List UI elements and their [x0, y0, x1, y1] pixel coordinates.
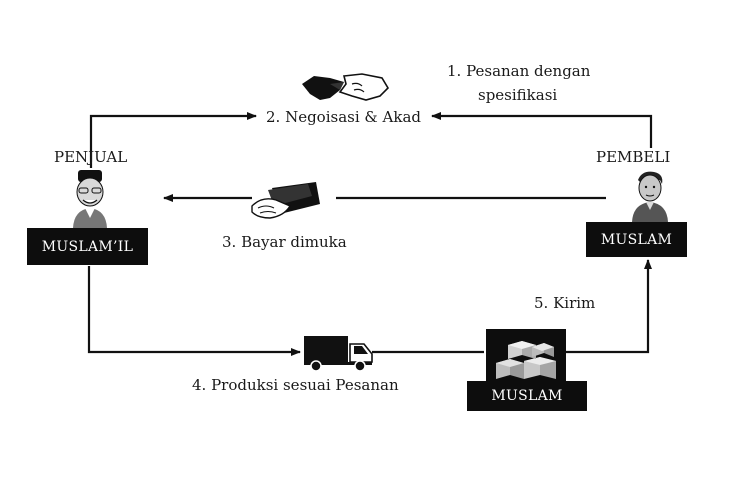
young-man-avatar-icon — [630, 170, 670, 222]
buyer-role-label: PEMBELI — [596, 148, 671, 166]
step5-label: 5. Kirim — [534, 294, 596, 312]
step2-label: 2. Negoisasi & Akad — [266, 108, 422, 126]
step1-label-line2: spesifikasi — [478, 86, 558, 104]
arrow-seller-to-negotiation — [89, 112, 257, 168]
seller-box: MUSLAM’IL — [27, 228, 148, 265]
delivery-truck-icon — [304, 334, 374, 372]
step4-label: 4. Produksi sesuai Pesanan — [192, 376, 399, 394]
seller-role-label: PENJUAL — [54, 148, 128, 166]
goods-box: MUSLAM — [467, 381, 587, 411]
old-man-avatar-icon — [70, 170, 110, 228]
arrow-production — [87, 266, 301, 356]
step3-label: 3. Bayar dimuka — [222, 233, 347, 251]
buyer-box: MUSLAM — [586, 222, 687, 257]
arrow-buyer-order — [431, 112, 653, 148]
handshake-icon — [300, 70, 390, 104]
step1-label-line1: 1. Pesanan dengan — [447, 62, 591, 80]
arrow-delivery — [566, 259, 652, 354]
boxes-pile-icon — [486, 329, 566, 381]
money-hand-icon — [250, 180, 322, 220]
